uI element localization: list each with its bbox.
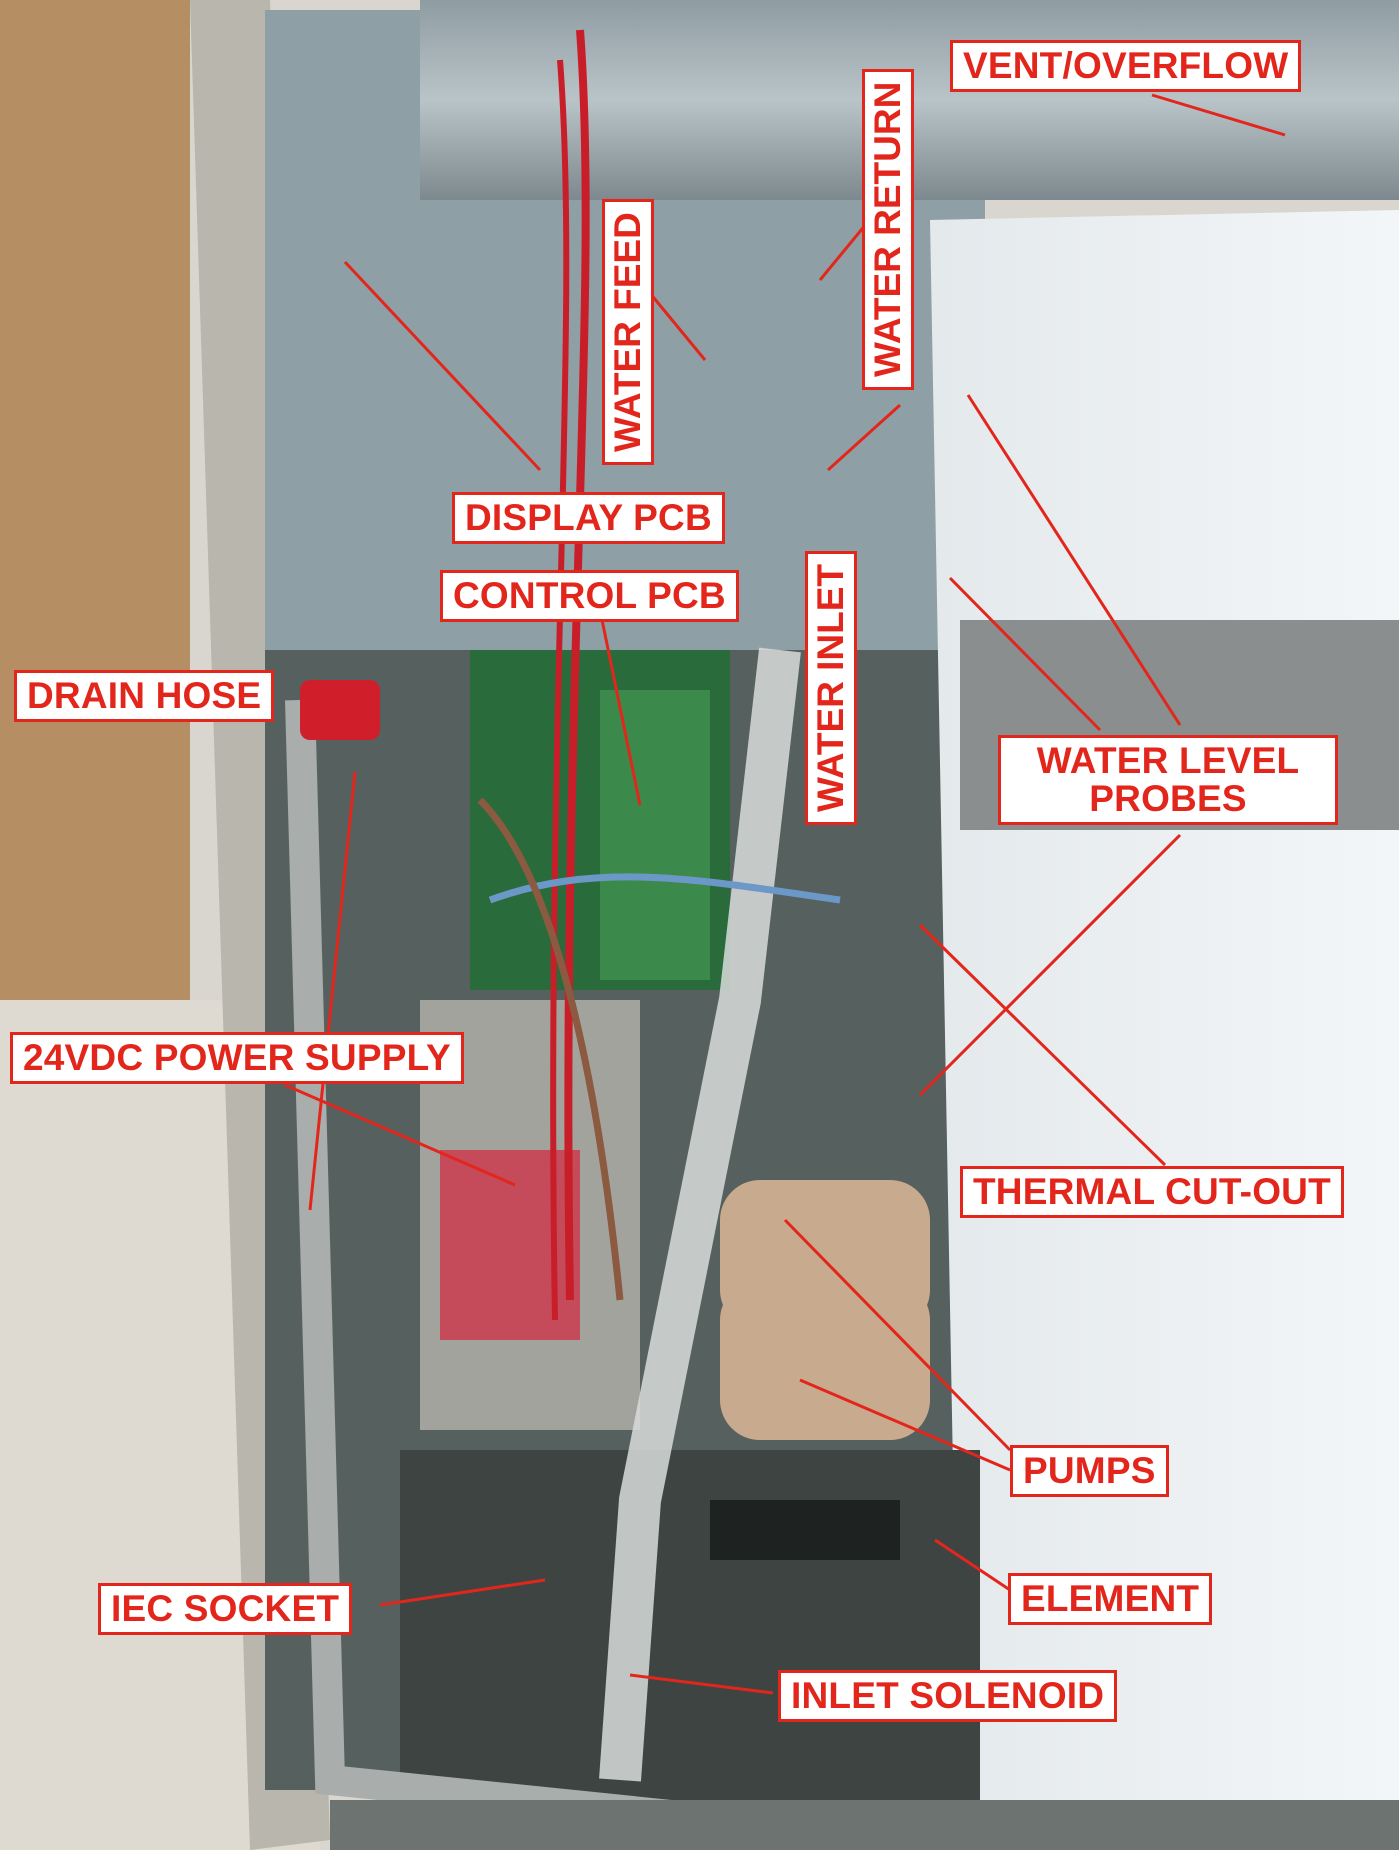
clear-tube <box>599 647 801 1782</box>
label-24vdc-power-supply: 24VDC POWER SUPPLY <box>10 1032 464 1084</box>
pump-lower <box>720 1280 930 1440</box>
label-vent-overflow: VENT/OVERFLOW <box>950 40 1302 92</box>
label-water-return: WATER RETURN <box>862 68 914 390</box>
label-drain-hose: DRAIN HOSE <box>14 670 275 722</box>
drain-cap <box>300 680 380 740</box>
label-thermal-cut-out: THERMAL CUT-OUT <box>960 1166 1344 1218</box>
label-iec-socket: IEC SOCKET <box>98 1583 353 1635</box>
solenoid-body <box>710 1500 900 1560</box>
label-inlet-solenoid: INLET SOLENOID <box>778 1670 1118 1722</box>
label-water-feed: WATER FEED <box>602 199 654 465</box>
label-element: ELEMENT <box>1008 1573 1213 1625</box>
leader-lines <box>284 93 1286 1695</box>
label-control-pcb: CONTROL PCB <box>440 570 739 622</box>
label-water-inlet: WATER INLET <box>805 550 857 825</box>
label-display-pcb: DISPLAY PCB <box>452 492 725 544</box>
label-water-level-probes: WATER LEVEL PROBES <box>998 735 1338 825</box>
cardboard-box <box>0 0 190 1100</box>
label-water-level-probes-line2: PROBES <box>1089 778 1247 819</box>
label-pumps: PUMPS <box>1010 1445 1169 1497</box>
label-water-level-probes-line1: WATER LEVEL <box>1036 740 1300 781</box>
